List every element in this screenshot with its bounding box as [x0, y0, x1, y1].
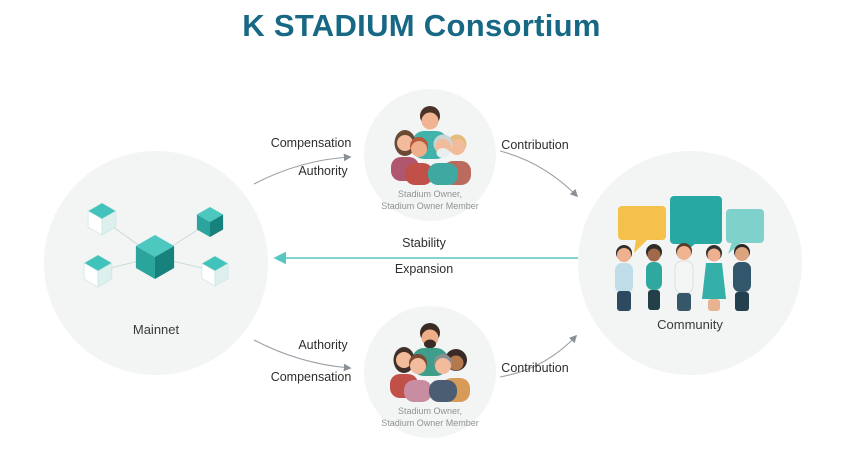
person-icon	[733, 244, 751, 311]
edge-label-authority-top: Authority	[298, 164, 348, 178]
person-icon	[615, 245, 633, 311]
caption-line-1: Stadium Owner,	[397, 189, 463, 199]
stadium-owner-bottom-caption: Stadium Owner, Stadium Owner Member	[364, 406, 496, 429]
edge-label-authority-bottom: Authority	[298, 338, 348, 352]
caption-line-2: Stadium Owner Member	[381, 200, 479, 211]
edge-label-compensation-top: Compensation	[270, 136, 352, 150]
community-people-illustration	[615, 243, 751, 311]
mainnet-cubes-illustration	[83, 202, 229, 288]
edge-label-compensation-bottom: Compensation	[270, 370, 352, 384]
person-icon	[428, 134, 458, 185]
stadium-owner-top-node: Stadium Owner, Stadium Owner Member	[364, 89, 496, 221]
person-icon	[702, 245, 726, 311]
community-label: Community	[657, 317, 723, 332]
edge-label-contribution-top: Contribution	[501, 138, 569, 152]
owners-people-illustration	[390, 323, 470, 402]
person-icon	[404, 354, 432, 402]
person-icon	[429, 354, 457, 402]
edge-label-stability: Stability	[402, 236, 446, 250]
person-icon	[405, 137, 433, 185]
cube-icon	[87, 202, 117, 236]
stadium-owner-top-caption: Stadium Owner, Stadium Owner Member	[364, 189, 496, 212]
stadium-owner-bottom-node: Stadium Owner, Stadium Owner Member	[364, 306, 496, 438]
community-node	[578, 151, 802, 375]
community-illustration	[615, 196, 764, 311]
mainnet-node	[44, 151, 268, 375]
person-icon	[646, 244, 662, 310]
caption-line-1: Stadium Owner,	[397, 406, 463, 416]
person-icon	[674, 243, 694, 311]
cube-icon	[201, 255, 229, 287]
page-title: K STADIUM Consortium	[242, 8, 601, 43]
owners-people-illustration	[391, 106, 471, 185]
mainnet-label: Mainnet	[132, 322, 180, 337]
edge-label-contribution-bottom: Contribution	[501, 361, 569, 375]
cube-icon	[135, 235, 175, 279]
edge-label-expansion: Expansion	[394, 262, 454, 276]
caption-line-2: Stadium Owner Member	[381, 417, 479, 428]
cube-icon	[83, 254, 113, 288]
arrow-owner-top-to-community	[499, 150, 579, 198]
cube-icon	[196, 207, 224, 237]
